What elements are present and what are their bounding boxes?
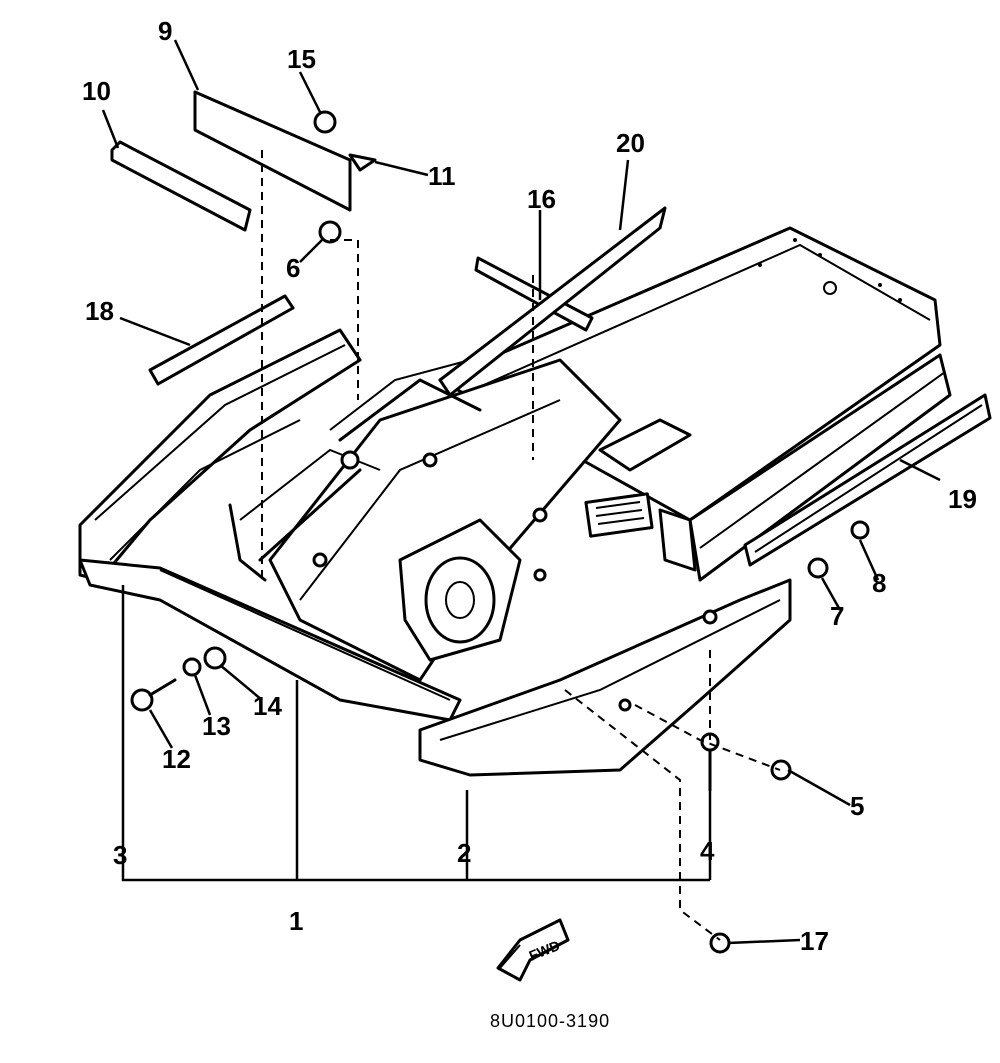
callout-5: 5 — [850, 791, 864, 821]
callout-7: 7 — [830, 601, 844, 631]
callout-12: 12 — [162, 744, 191, 774]
callout-10: 10 — [82, 76, 111, 106]
callout-2: 2 — [457, 838, 471, 868]
clip-11 — [348, 153, 377, 172]
strip-20 — [438, 206, 667, 397]
washer-13 — [182, 657, 202, 677]
plug-17 — [709, 932, 731, 954]
callout-18: 18 — [85, 296, 114, 326]
callout-6: 6 — [286, 253, 300, 283]
callout-11: 11 — [428, 161, 456, 191]
callout-16: 16 — [527, 184, 556, 214]
nut-14 — [203, 646, 227, 670]
callout-labels: 9 15 10 11 20 16 6 18 19 8 7 14 13 12 5 … — [82, 16, 977, 956]
callout-20: 20 — [616, 128, 645, 158]
callout-9: 9 — [158, 16, 172, 46]
bracket-lines — [121, 585, 712, 882]
callout-3: 3 — [113, 840, 127, 870]
callout-1: 1 — [289, 906, 303, 936]
side-sponson — [418, 578, 792, 777]
trim-strip-10 — [110, 140, 252, 232]
nut-7 — [807, 557, 829, 579]
washer-5 — [770, 759, 792, 781]
washer-6 — [318, 220, 342, 244]
callout-19: 19 — [948, 484, 977, 514]
drawing-code: 8U0100-3190 — [490, 1011, 610, 1031]
bolt-4 — [700, 732, 720, 792]
callout-8: 8 — [872, 568, 886, 598]
cover-plate-9 — [193, 90, 352, 212]
leader-lines — [101, 39, 941, 945]
fwd-arrow: FWD — [496, 918, 570, 982]
callout-4: 4 — [700, 836, 715, 866]
bolt-8 — [850, 520, 870, 540]
nut-15 — [313, 110, 337, 134]
callout-13: 13 — [202, 711, 231, 741]
bolt-12 — [130, 678, 177, 712]
hull-assembly — [78, 226, 952, 722]
rubber-strip-18 — [148, 294, 295, 386]
callout-14: 14 — [253, 691, 282, 721]
assembly-lines — [261, 150, 781, 941]
callout-17: 17 — [800, 926, 829, 956]
callout-15: 15 — [287, 44, 316, 74]
